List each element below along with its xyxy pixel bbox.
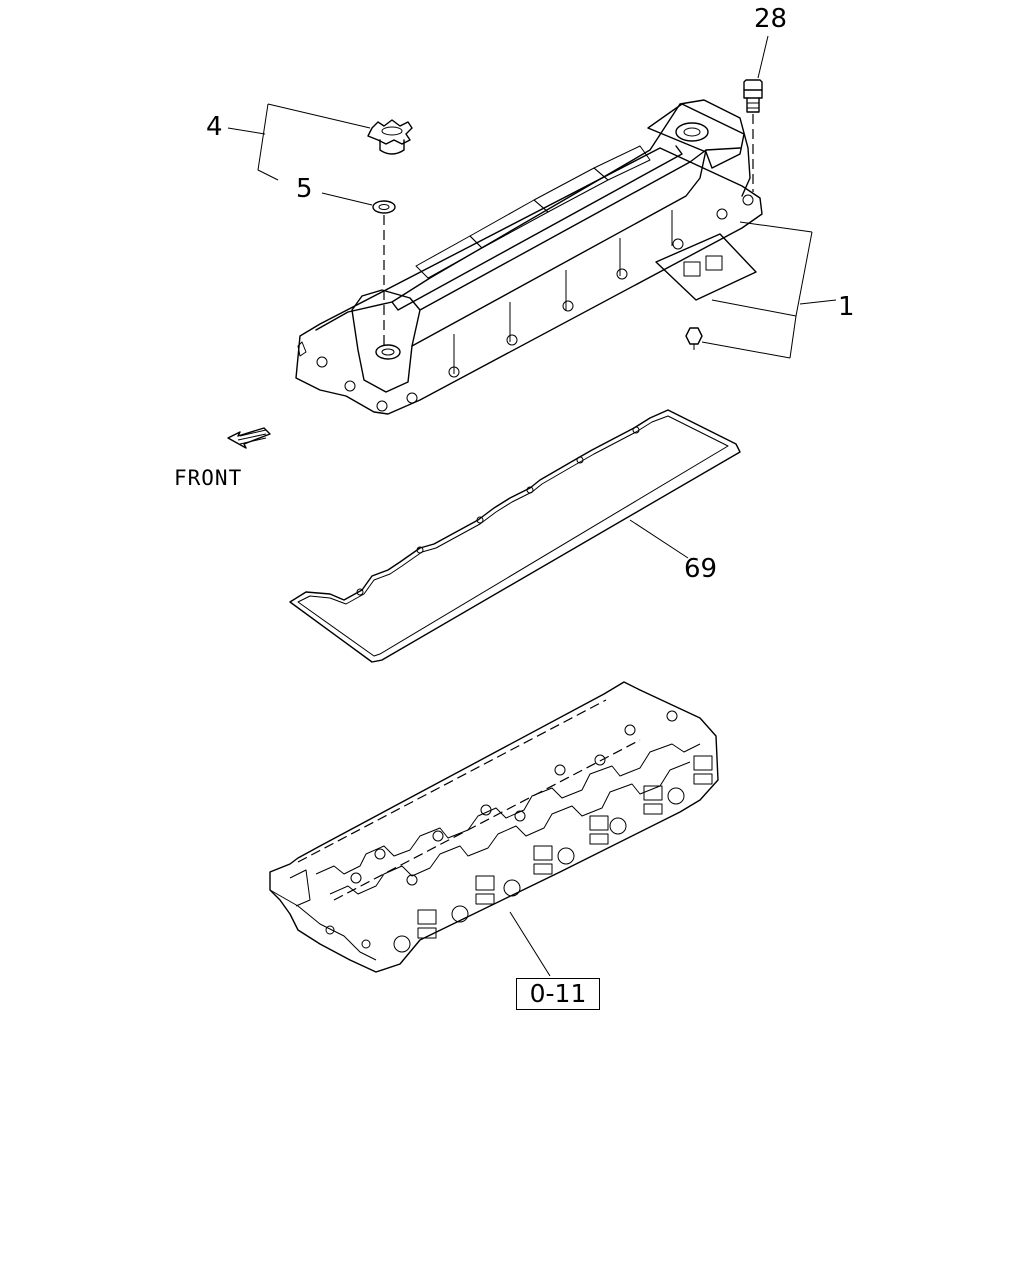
- front-direction-label: FRONT: [174, 466, 243, 490]
- reference-box-0-11[interactable]: 0-11: [516, 978, 600, 1010]
- bracket-1: [701, 221, 837, 359]
- leader-line-5: [321, 192, 385, 350]
- oil-filler-cap-icon[interactable]: [367, 119, 413, 155]
- screw-icon[interactable]: [685, 327, 703, 350]
- front-arrow-icon: [227, 427, 271, 449]
- callout-4[interactable]: 4: [206, 112, 223, 142]
- callout-1[interactable]: 1: [838, 292, 855, 322]
- callout-5[interactable]: 5: [296, 174, 313, 204]
- bolt-icon[interactable]: [743, 79, 763, 113]
- leader-line-28: [752, 35, 769, 192]
- cylinder-head-icon[interactable]: [269, 681, 719, 973]
- leader-line-69: [629, 519, 689, 559]
- gasket-icon[interactable]: [289, 409, 741, 663]
- callout-69[interactable]: 69: [684, 554, 718, 584]
- leader-line-0-11: [509, 911, 551, 977]
- o-ring-icon[interactable]: [372, 200, 396, 214]
- bracket-4-5: [227, 103, 371, 181]
- cylinder-head-cover-icon[interactable]: [295, 99, 763, 415]
- callout-28[interactable]: 28: [754, 4, 788, 34]
